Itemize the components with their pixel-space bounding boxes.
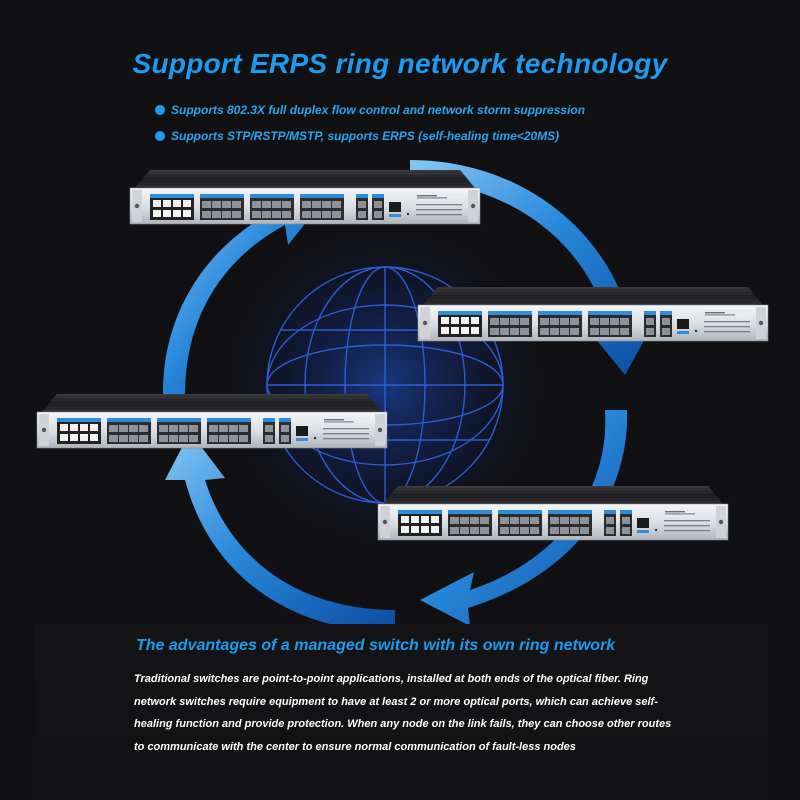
switch-unit-3 [36,393,388,449]
bullet-dot-icon [155,131,165,141]
switch-unit-4 [377,485,729,541]
feature-item: Supports 802.3X full duplex flow control… [155,97,585,123]
switch-unit-1 [129,169,481,225]
feature-text: Supports 802.3X full duplex flow control… [171,103,586,117]
advantages-text: Traditional switches are point-to-point … [134,673,672,753]
feature-item: Supports STP/RSTP/MSTP, supports ERPS (s… [155,123,585,149]
advantages-panel [34,624,768,800]
advantages-title: The advantages of a managed switch with … [136,637,616,654]
feature-list: Supports 802.3X full duplex flow control… [155,97,585,149]
page-title: Support ERPS ring network technology [132,48,668,79]
switch-unit-2 [417,286,769,342]
feature-text: Supports STP/RSTP/MSTP, supports ERPS (s… [171,129,560,143]
bullet-dot-icon [155,105,165,115]
